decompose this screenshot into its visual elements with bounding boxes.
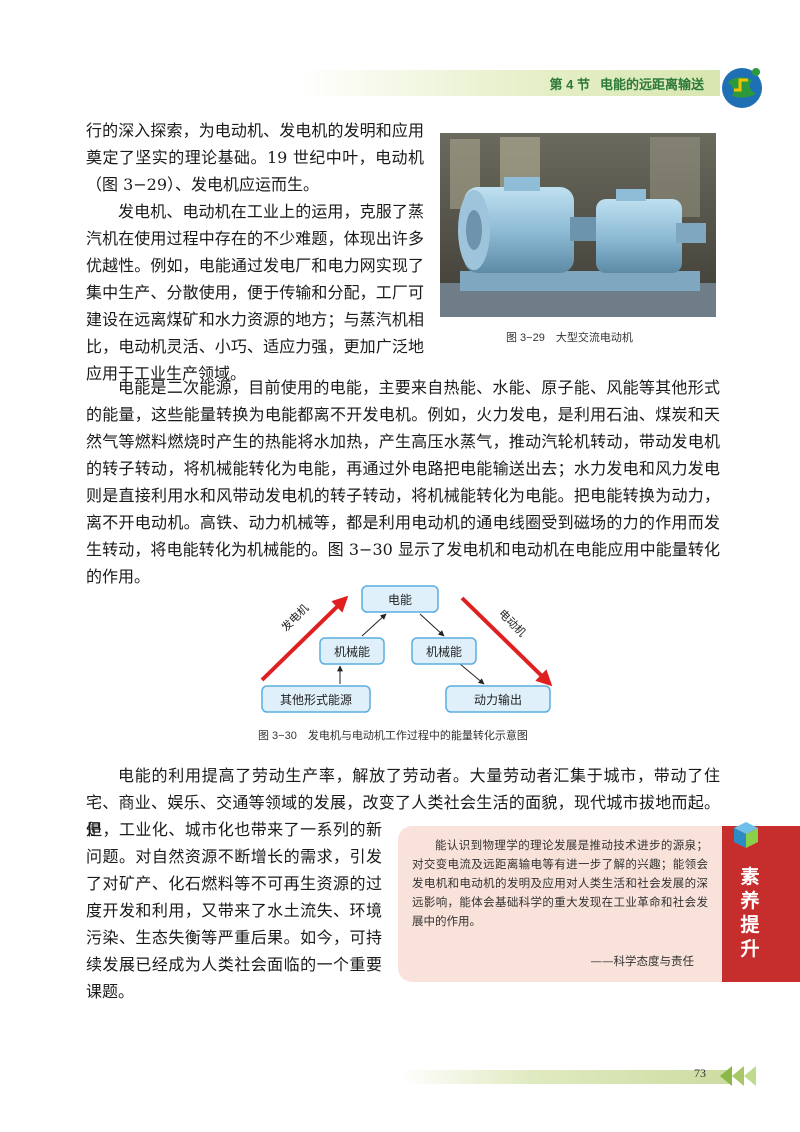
energy-conversion-diagram: 发电机 电动机 电能 机械能 机械能 其他形式能源 动力输出	[260, 585, 553, 713]
literacy-tab-char-4: 升	[740, 939, 760, 960]
svg-text:动力输出: 动力输出	[474, 692, 522, 707]
node-power-output: 动力输出	[445, 685, 551, 713]
svg-text:机械能: 机械能	[426, 644, 462, 659]
literacy-text: 能认识到物理学的理论发展是推动技术进步的源泉；对交变电流及远距离输电等有进一步了…	[412, 838, 708, 928]
motor-photo	[440, 133, 716, 317]
paragraph-1: 行的深入探索，为电动机、发电机的发明和应用奠定了坚实的理论基础。19 世纪中叶，…	[86, 121, 424, 194]
paragraph-2: 发电机、电动机在工业上的运用，克服了蒸汽机在使用过程中存在的不少难题，体现出许多…	[86, 202, 424, 383]
literacy-box	[398, 826, 722, 982]
figure-3-29-caption: 图 3−29 大型交流电动机	[506, 332, 633, 344]
svg-text:其他形式能源: 其他形式能源	[280, 693, 352, 707]
generator-arrow-label: 发电机	[278, 601, 311, 634]
node-mechanical-energy-left: 机械能	[319, 637, 385, 665]
node-mechanical-energy-right: 机械能	[411, 637, 477, 665]
literacy-tab-char-1: 素	[740, 867, 760, 888]
generator-arrow	[260, 595, 349, 682]
footer-chevron-icon	[720, 1066, 756, 1086]
literacy-tab-char-2: 养	[740, 891, 760, 912]
literacy-tab-char-3: 提	[740, 915, 760, 936]
running-header: 第 4 节电能的远距离输送	[550, 74, 704, 93]
bottom-text-lead: 电能的利用提高了劳动生产率，解放了劳动者。大量劳动者汇集于城市，带动了住宅、商业…	[86, 762, 720, 843]
page-number: 73	[694, 1066, 706, 1080]
literacy-tab: 素 养 提 升	[722, 826, 800, 982]
section-title: 电能的远距离输送	[599, 77, 704, 92]
main-text: 电能是二次能源，目前使用的电能，主要来自热能、水能、原子能、风能等其他形式的能量…	[86, 374, 720, 590]
paragraph-4-lead: 电能的利用提高了劳动生产率，解放了劳动者。大量劳动者汇集于城市，带动了住宅、商业…	[86, 766, 720, 839]
intro-column-text: 行的深入探索，为电动机、发电机的发明和应用奠定了坚实的理论基础。19 世纪中叶，…	[86, 117, 424, 387]
motor-arrow	[460, 596, 553, 687]
node-electric-energy: 电能	[361, 585, 439, 613]
paragraph-4-rest: 是，工业化、城市化也带来了一系列的新问题。对自然资源不断增长的需求，引发了对矿产…	[86, 820, 382, 1001]
header-band	[300, 70, 720, 96]
svg-text:电能: 电能	[388, 593, 412, 607]
figure-3-30-caption: 图 3−30 发电机与电动机工作过程中的能量转化示意图	[258, 730, 528, 742]
chapter-globe-icon	[722, 68, 762, 108]
literacy-cube-icon	[734, 822, 758, 848]
footer-band	[400, 1070, 730, 1084]
literacy-signature: ——科学态度与责任	[590, 954, 695, 968]
svg-text:机械能: 机械能	[334, 644, 370, 659]
bottom-text-column: 是，工业化、城市化也带来了一系列的新问题。对自然资源不断增长的需求，引发了对矿产…	[86, 816, 382, 1005]
section-number: 第 4 节	[549, 77, 590, 92]
paragraph-3: 电能是二次能源，目前使用的电能，主要来自热能、水能、原子能、风能等其他形式的能量…	[86, 378, 720, 586]
node-other-energy-sources: 其他形式能源	[261, 685, 371, 713]
